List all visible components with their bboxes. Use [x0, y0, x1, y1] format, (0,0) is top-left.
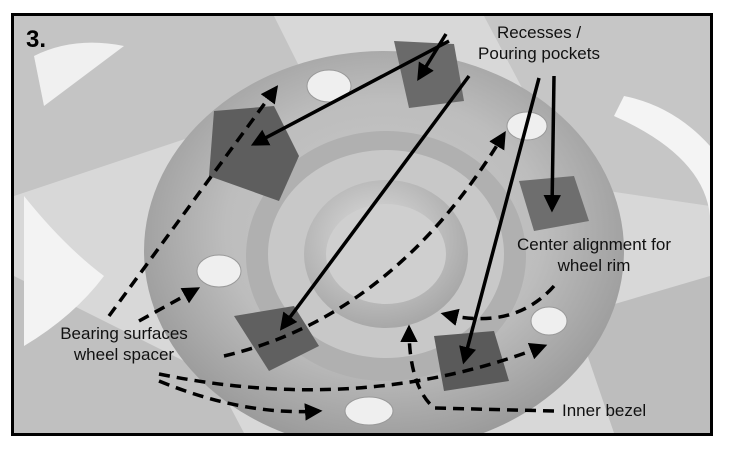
window-opening — [614, 96, 710, 216]
pouring-pocket — [209, 106, 299, 201]
lug-hole — [530, 306, 568, 336]
arrow-dashed — [158, 342, 548, 392]
lug-hole — [196, 254, 242, 288]
figure-frame: 3. Recesses / Pouring pockets Center ali… — [11, 13, 713, 436]
arrow-solid — [543, 75, 561, 213]
label-recesses: Recesses / Pouring pockets — [454, 22, 624, 64]
arrow-solid — [417, 33, 448, 81]
arrow-solid — [279, 74, 471, 331]
label-center-line1: Center alignment for — [516, 235, 672, 254]
window-opening — [24, 196, 104, 346]
label-inner-bezel: Inner bezel — [562, 401, 647, 420]
arrow-dashed — [107, 85, 279, 318]
spoke-shape — [484, 16, 710, 206]
spoke-shape — [14, 276, 244, 433]
arrow-dashed — [138, 287, 201, 323]
arrow-solid — [250, 39, 450, 146]
dashed-arrows — [107, 85, 556, 421]
label-bearing-line1: Bearing surfaces — [60, 324, 188, 343]
label-recesses-line2: Pouring pockets — [478, 44, 600, 63]
arrow-dashed — [400, 324, 555, 413]
lug-hole — [344, 396, 394, 426]
label-center-alignment: Center alignment for wheel rim — [494, 234, 694, 276]
arrow-dashed — [158, 379, 323, 421]
pocket-arrows — [250, 33, 561, 365]
window-opening — [34, 42, 124, 106]
center-cap-top — [326, 204, 446, 304]
wheel-hub-photo — [14, 16, 710, 433]
step-number: 3. — [26, 26, 47, 53]
label-center-line2: wheel rim — [557, 256, 631, 275]
lug-hole — [306, 69, 352, 103]
arrow-dashed — [223, 131, 506, 358]
label-bearing-line2: wheel spacer — [73, 345, 175, 364]
label-recesses-line1: Recesses / — [496, 23, 582, 42]
arrow-solid — [459, 77, 541, 365]
arrow-dashed — [440, 284, 556, 326]
label-bearing-surfaces: Bearing surfaces wheel spacer — [34, 323, 214, 365]
